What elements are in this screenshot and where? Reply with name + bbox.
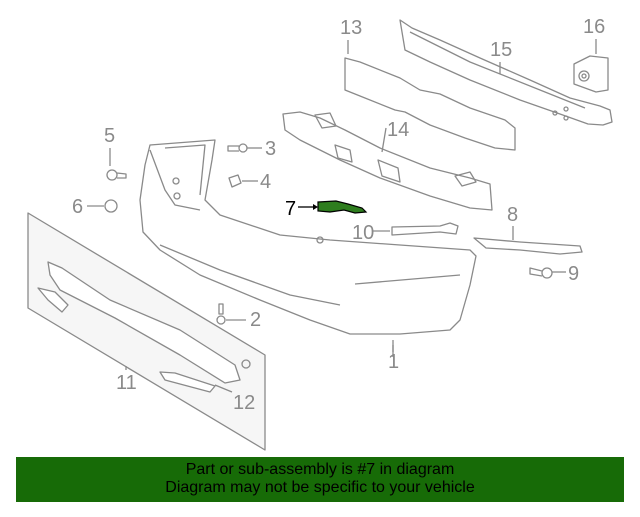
part-13-absorber	[344, 40, 516, 151]
fasteners	[87, 143, 566, 357]
callout-16: 16	[583, 16, 606, 38]
callout-8: 8	[507, 204, 519, 226]
callout-4: 4	[260, 171, 272, 193]
callout-10: 10	[352, 222, 375, 244]
callout-3: 3	[265, 138, 277, 160]
part-14-beam	[282, 111, 493, 211]
part-1-bumper-cover	[139, 139, 477, 352]
callout-2: 2	[250, 309, 262, 331]
callout-11: 11	[116, 372, 137, 394]
banner-line-2: Diagram may not be specific to your vehi…	[165, 479, 475, 496]
callout-14: 14	[387, 119, 410, 141]
part-7-highlighted	[298, 200, 368, 214]
part-16-bracket	[573, 39, 609, 93]
callout-13: 13	[340, 17, 363, 39]
part-info-banner: Part or sub-assembly is #7 in diagram Di…	[16, 457, 624, 502]
part-11-panel	[27, 212, 266, 451]
callout-7: 7	[285, 198, 297, 220]
part-10-bracket	[372, 222, 459, 236]
part-8-retainer	[473, 226, 583, 255]
banner-line-1: Part or sub-assembly is #7 in diagram	[185, 461, 455, 478]
callout-6: 6	[72, 196, 84, 218]
callout-9: 9	[568, 263, 580, 285]
callout-12: 12	[233, 392, 256, 414]
part-15-beam	[399, 19, 613, 126]
callout-1: 1	[388, 351, 400, 373]
callout-5: 5	[104, 125, 116, 147]
callout-15: 15	[490, 39, 513, 61]
